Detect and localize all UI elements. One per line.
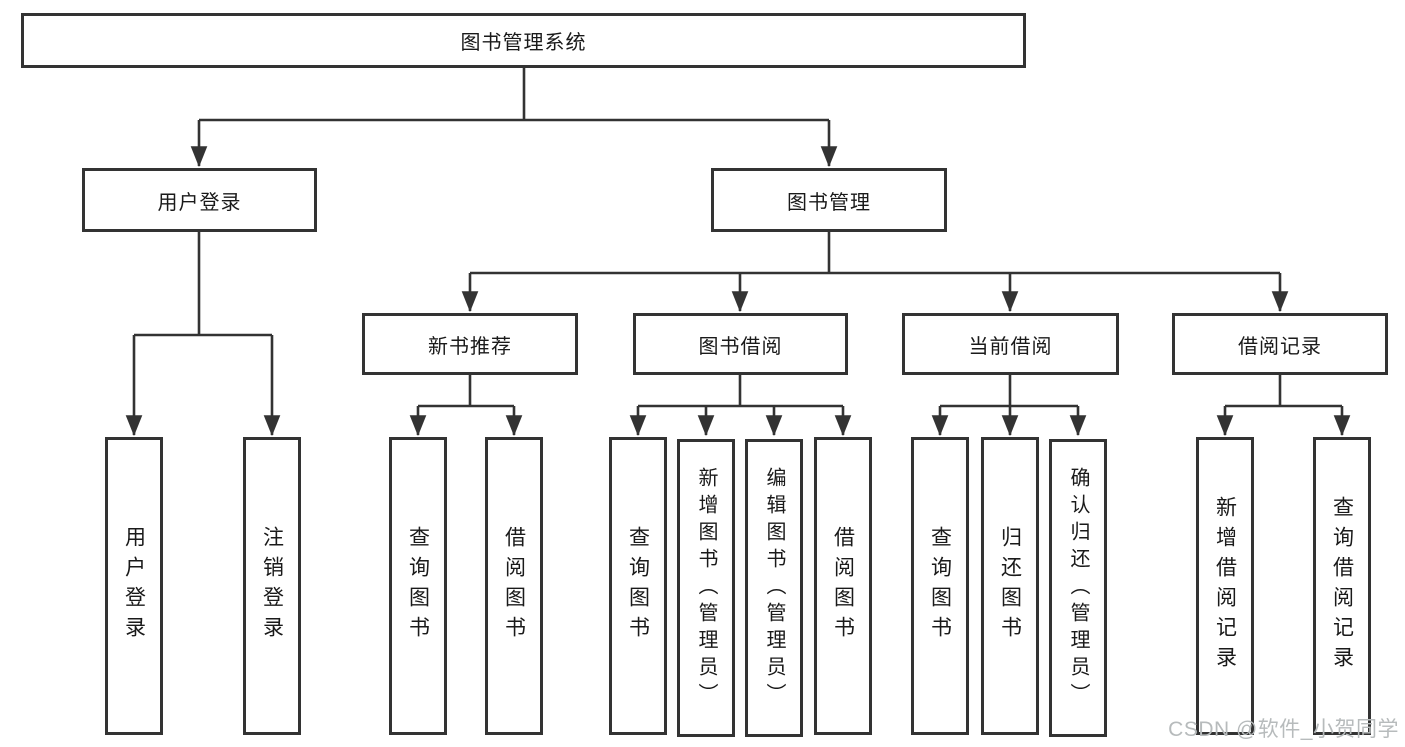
leaf-label: 归还图书 xyxy=(998,526,1022,646)
node-label: 当前借阅 xyxy=(968,335,1053,358)
node-label: 图书借阅 xyxy=(698,335,783,358)
leaf-label: 用户登录 xyxy=(122,526,146,646)
leaf-add-book-admin: 新增图书（管理员） xyxy=(677,439,735,737)
leaf-logout: 注销登录 xyxy=(243,437,301,735)
node-label: 图书管理系统 xyxy=(460,32,587,54)
leaf-label: 查询图书 xyxy=(626,526,650,646)
node-label: 用户登录 xyxy=(157,191,242,214)
leaf-label: 借阅图书 xyxy=(502,526,526,646)
leaf-label: 新增图书（管理员） xyxy=(695,466,717,710)
leaf-label: 注销登录 xyxy=(260,526,284,646)
node-book-management: 图书管理 xyxy=(711,168,947,232)
leaf-edit-book-admin: 编辑图书（管理员） xyxy=(745,439,803,737)
leaf-query-books-current: 查询图书 xyxy=(911,437,969,735)
node-root-library-system: 图书管理系统 xyxy=(21,13,1026,68)
node-user-login: 用户登录 xyxy=(82,168,317,232)
node-label: 借阅记录 xyxy=(1238,335,1322,358)
leaf-label: 确认归还（管理员） xyxy=(1067,466,1089,710)
node-current-borrowing: 当前借阅 xyxy=(902,313,1119,375)
leaf-add-borrow-record: 新增借阅记录 xyxy=(1196,437,1254,735)
node-new-book-recommendation: 新书推荐 xyxy=(362,313,578,375)
leaf-borrow-books-borrowing: 借阅图书 xyxy=(814,437,872,735)
leaf-query-borrow-record: 查询借阅记录 xyxy=(1313,437,1371,735)
leaf-borrow-books-recommend: 借阅图书 xyxy=(485,437,543,735)
leaf-label: 编辑图书（管理员） xyxy=(763,466,785,710)
leaf-label: 查询图书 xyxy=(406,526,430,646)
leaf-label: 查询借阅记录 xyxy=(1330,496,1354,676)
leaf-confirm-return-admin: 确认归还（管理员） xyxy=(1049,439,1107,737)
leaf-query-books-recommend: 查询图书 xyxy=(389,437,447,735)
node-book-borrowing: 图书借阅 xyxy=(633,313,848,375)
leaf-label: 新增借阅记录 xyxy=(1213,496,1237,676)
leaf-return-book: 归还图书 xyxy=(981,437,1039,735)
leaf-user-login: 用户登录 xyxy=(105,437,163,735)
node-label: 新书推荐 xyxy=(428,335,512,358)
leaf-query-books-borrowing: 查询图书 xyxy=(609,437,667,735)
node-label: 图书管理 xyxy=(787,191,871,214)
leaf-label: 查询图书 xyxy=(928,526,952,646)
leaf-label: 借阅图书 xyxy=(831,526,855,646)
node-borrowing-records: 借阅记录 xyxy=(1172,313,1388,375)
